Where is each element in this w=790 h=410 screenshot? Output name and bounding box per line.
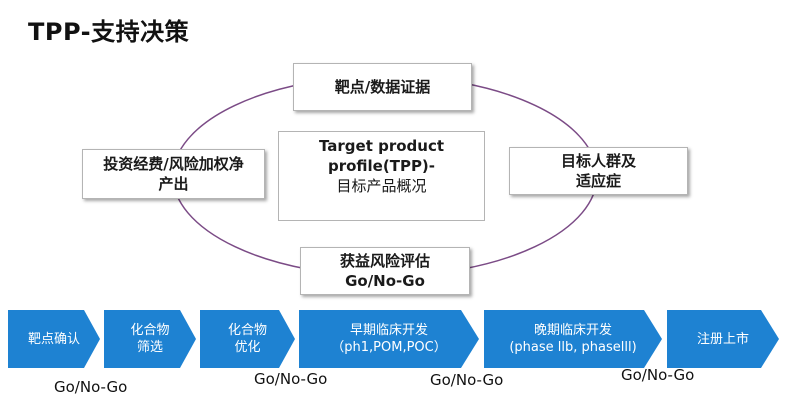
- stage-label-4: 早期临床开发 （ph1,POM,POC）: [331, 323, 447, 355]
- stage-label-3: 化合物 优化: [227, 323, 267, 355]
- stage-label-6: 注册上市: [696, 331, 749, 347]
- chevron-shape: [484, 310, 662, 368]
- stage-arrow-3: 化合物 优化: [200, 310, 295, 368]
- tpp-english-label: Target product profile(TPP)-: [318, 137, 445, 175]
- page-title: TPP-支持决策: [28, 18, 190, 46]
- chevron-shape: [299, 310, 479, 368]
- stage-arrow-1: 靶点确认: [8, 310, 100, 368]
- node-benefit-risk: 获益风险评估 Go/No-Go: [300, 247, 470, 295]
- node-target-evidence: 靶点/数据证据: [293, 63, 472, 111]
- node-target-population: 目标人群及 适应症: [509, 147, 688, 195]
- stage-label-1: 靶点确认: [27, 331, 80, 347]
- chevron-shape: [8, 310, 100, 368]
- node-investment-label: 投资经费/风险加权净 产出: [103, 155, 244, 193]
- node-target-evidence-label: 靶点/数据证据: [334, 78, 431, 96]
- stage-arrow-2: 化合物 筛选: [104, 310, 196, 368]
- stage-label-2: 化合物 筛选: [130, 323, 170, 355]
- decision-label-1: Go/No-Go: [54, 378, 128, 396]
- stage-arrow-6: 注册上市: [667, 310, 779, 368]
- decision-label-3: Go/No-Go: [430, 371, 504, 389]
- decision-label-2: Go/No-Go: [254, 370, 328, 388]
- node-investment: 投资经费/风险加权净 产出: [82, 149, 265, 199]
- decision-label-4: Go/No-Go: [621, 366, 695, 384]
- stage-label-5: 晚期临床开发 (phase llb, phaselll): [509, 323, 637, 355]
- tpp-chinese-label: 目标产品概况: [336, 177, 427, 195]
- node-target-population-label: 目标人群及 适应症: [560, 152, 636, 190]
- stage-arrow-5: 晚期临床开发 (phase llb, phaselll): [484, 310, 662, 368]
- tpp-center-box: Target product profile(TPP)- 目标产品概况: [278, 131, 485, 221]
- chevron-shape: [104, 310, 196, 368]
- stage-arrow-4: 早期临床开发 （ph1,POM,POC）: [299, 310, 479, 368]
- chevron-shape: [667, 310, 779, 368]
- chevron-shape: [200, 310, 295, 368]
- node-benefit-risk-label: 获益风险评估 Go/No-Go: [339, 252, 430, 290]
